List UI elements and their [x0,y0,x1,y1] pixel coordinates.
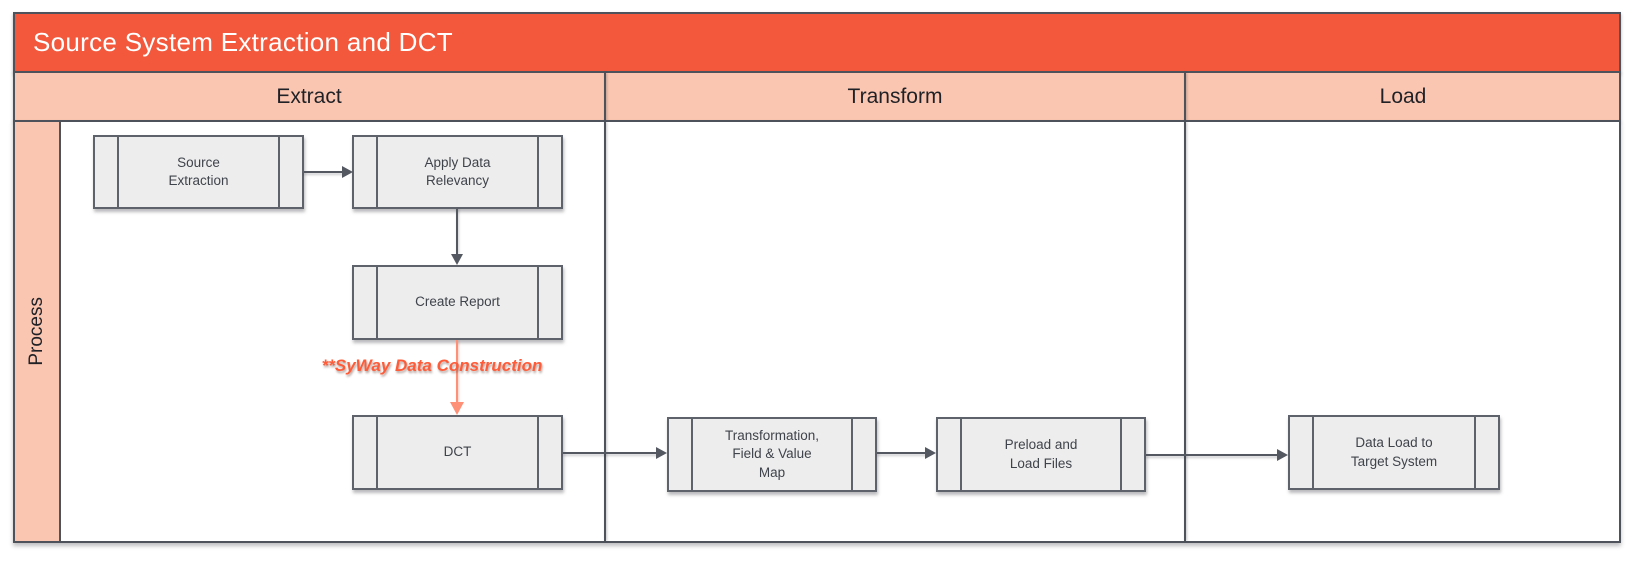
node-label: Data Load to Target System [1350,435,1438,469]
lane-header-transform[interactable]: Transform [605,71,1185,122]
diagram-title: Source System Extraction and DCT [33,27,453,57]
node-label: Preload and Load Files [1004,437,1078,471]
node-label: Apply Data Relevancy [424,154,491,188]
node-preload-and-load-files[interactable]: Preload and Load Files [936,417,1146,492]
process-row-label: Process [26,297,47,366]
node-create-report[interactable]: Create Report [352,265,563,340]
lane-divider-transform-load [1184,122,1186,541]
node-label: Transformation, Field & Value Map [724,428,820,480]
lane-divider-extract-transform [604,122,606,541]
lane-header-extract[interactable]: Extract [13,71,605,122]
node-label: Source Extraction [168,154,229,188]
edge-annotation-syway-data-construction: **SyWay Data Construction [321,356,543,375]
node-label: DCT [443,444,472,460]
node-data-load-to-target-system[interactable]: Data Load to Target System [1288,415,1500,490]
diagram-title-bar: Source System Extraction and DCT [13,12,1621,73]
node-label: Create Report [415,294,500,310]
header-divider-transform-load [1184,73,1186,122]
lane-header-load[interactable]: Load [1185,71,1621,122]
lane-header-transform-label: Transform [847,84,943,108]
node-source-extraction[interactable]: Source Extraction [93,135,304,209]
node-dct[interactable]: DCT [352,415,563,490]
node-apply-data-relevancy[interactable]: Apply Data Relevancy [352,135,563,209]
lane-header-extract-label: Extract [276,84,342,108]
header-divider-extract-transform [604,73,606,122]
lane-header-load-label: Load [1379,84,1427,108]
process-row-header[interactable]: Process [15,122,61,541]
node-transformation-field-value-map[interactable]: Transformation, Field & Value Map [667,417,877,492]
